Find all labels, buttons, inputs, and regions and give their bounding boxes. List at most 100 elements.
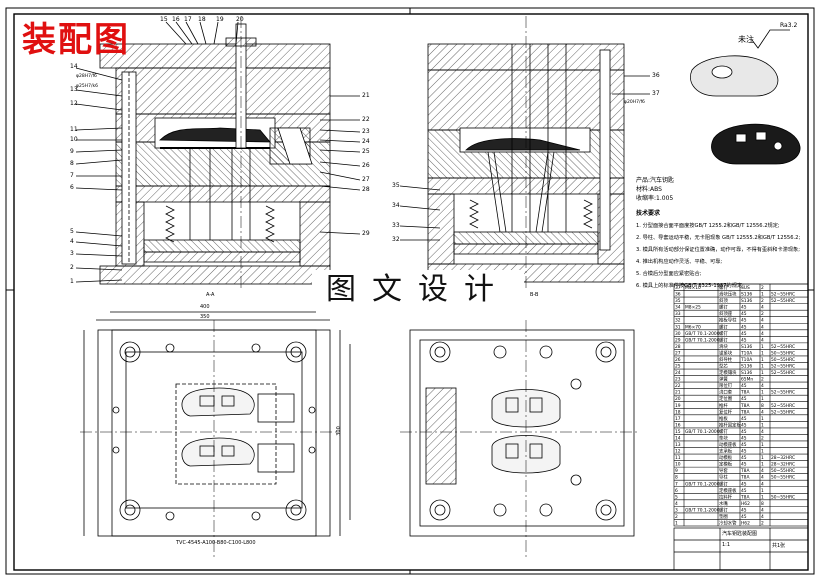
section-view-left <box>75 16 361 290</box>
balloon: 4 <box>70 238 74 245</box>
bom-cell: 45 <box>741 305 747 311</box>
bom-cell: 1 <box>761 494 764 500</box>
bom-cell: T10A <box>740 350 752 356</box>
bom-cell: 1 <box>761 462 764 468</box>
bom-cell: 24 <box>675 370 681 376</box>
bom-cell: SUS <box>741 285 750 291</box>
bom-cell: 1 <box>761 292 764 298</box>
bom-cell: 45 <box>741 396 747 402</box>
bom-cell: T8A <box>740 494 749 500</box>
balloon: 23 <box>362 128 370 135</box>
bom-cell: 螺钉 <box>719 428 728 435</box>
bom-cell: 垫块 <box>719 434 728 441</box>
bom-cell: S136 <box>741 298 752 304</box>
bom-cell: 复位杆 <box>719 408 733 415</box>
balloon: 1 <box>70 278 74 285</box>
bom-cell: 37 <box>675 285 681 291</box>
bom-cell: 4 <box>761 318 764 324</box>
balloon: 27 <box>362 176 370 183</box>
roughness-value: Ra3.2 <box>780 22 798 29</box>
bom-cell: 2 <box>761 311 764 317</box>
bom-cell: 限位钉 <box>719 382 733 389</box>
bom-cell: 19 <box>675 403 681 409</box>
tech-req-item: 3. 模具所有活动部分保证位置准确，动作可靠，不得有歪斜和卡滞现象; <box>636 247 800 253</box>
bom-cell: 定模镶块 <box>719 369 737 376</box>
part-name-label: 产品: <box>636 177 651 184</box>
bom-cell: 螺钉 <box>719 323 728 330</box>
bom-cell: 1 <box>761 455 764 461</box>
bom-cell: 36 <box>675 292 681 298</box>
bom-cell: 5 <box>675 494 678 500</box>
bottom-note: TVC-4545-A100-B80-C100-L800 <box>176 540 256 546</box>
bom-cell: 支承板 <box>719 448 733 455</box>
balloon: 20 <box>236 16 244 23</box>
bom-cell: T8A <box>740 409 749 415</box>
bom-cell: 1 <box>761 390 764 396</box>
balloon: 15 <box>160 16 168 23</box>
bom-cell: 18 <box>675 409 681 415</box>
bom-cell: 定位圈 <box>719 395 733 402</box>
product-iso-views <box>690 55 801 165</box>
section-b-label: B-B <box>530 292 539 298</box>
bom-cell: 8 <box>761 403 764 409</box>
bom-cell: 45 <box>741 488 747 494</box>
tech-req-item: 5. 合模后分型面应紧密贴合; <box>636 271 702 277</box>
bom-cell: 拉料杆 <box>719 493 733 500</box>
bom-cell: 23 <box>675 377 681 383</box>
bom-cell: 螺钉 <box>719 480 728 487</box>
bom-cell: 52~55HRC <box>771 390 795 396</box>
tech-req-item: 6. 模具上的标准件按GB/T 8325-1987的规定; <box>636 283 744 289</box>
bom-cell: 4 <box>761 514 764 520</box>
bom-cell: 15 <box>675 429 681 435</box>
bom-cell: 1 <box>761 449 764 455</box>
bom-cell: 垫圈 <box>719 513 728 520</box>
balloon: 22 <box>362 116 370 123</box>
bom-cell: 45 <box>741 331 747 337</box>
balloon: 7 <box>70 172 74 179</box>
bom-cell: H62 <box>741 521 750 527</box>
bom-cell: T8A <box>740 403 749 409</box>
bom-cell: 推板导柱 <box>719 317 737 324</box>
bom-cell: 45 <box>741 429 747 435</box>
balloon: 26 <box>362 162 370 169</box>
bom-cell: 52~55HRC <box>771 409 795 415</box>
bom-cell: T8A <box>740 390 749 396</box>
bom-cell: 螺钉 <box>719 304 728 311</box>
bom-cell: 45 <box>741 422 747 428</box>
tech-req-item: 1. 分型面接合面平面度按GB/T 1255.2和GB/T 12556.2规定; <box>636 223 780 229</box>
bom-cell: 4 <box>761 507 764 513</box>
bom-cell: 52~55HRC <box>771 292 795 298</box>
material-value: ABS <box>650 186 662 193</box>
bom-cell: 4 <box>761 305 764 311</box>
bom-cell: 动模板 <box>719 454 733 461</box>
bom-cell: S136 <box>741 344 752 350</box>
bom-cell: 浇口套 <box>719 389 733 396</box>
bom-cell: T8A <box>740 475 749 481</box>
bom-cell: 2 <box>761 285 764 291</box>
bom-cell: 7 <box>675 481 678 487</box>
bom-cell: 28~32HRC <box>771 455 795 461</box>
bom-cell: 25 <box>675 364 681 370</box>
bom-cell: 螺钉 <box>719 336 728 343</box>
bom-cell: 螺钉 <box>719 330 728 337</box>
drawing-scale: 1:1 <box>722 542 731 548</box>
balloon: 13 <box>70 86 78 93</box>
bom-cell: 52~55HRC <box>771 364 795 370</box>
bom-cell: 22 <box>675 383 681 389</box>
bom-cell: 锁紧块 <box>719 349 733 356</box>
bom-cell: 45 <box>741 514 747 520</box>
bom-cell: H62 <box>741 501 750 507</box>
part-info: 产品:汽车钥匙 材料:ABS 收缩率:1.005 <box>636 176 674 203</box>
balloon: 21 <box>362 92 370 99</box>
bom-cell: 45 <box>741 449 747 455</box>
bom-cell: 35 <box>675 298 681 304</box>
bom-cell: 1 <box>761 488 764 494</box>
bom-cell: 1 <box>675 521 678 527</box>
bom-cell: 推板 <box>719 415 728 422</box>
tech-requirements: 技术要求 1. 分型面接合面平面度按GB/T 1255.2和GB/T 12556… <box>636 208 808 292</box>
bom-cell: 1 <box>761 422 764 428</box>
bom-cell: GB/T 70.1-2000 <box>685 429 720 435</box>
balloon: 9 <box>70 148 74 155</box>
balloon: 17 <box>184 16 192 23</box>
bom-cell: 水嘴 <box>719 500 728 507</box>
